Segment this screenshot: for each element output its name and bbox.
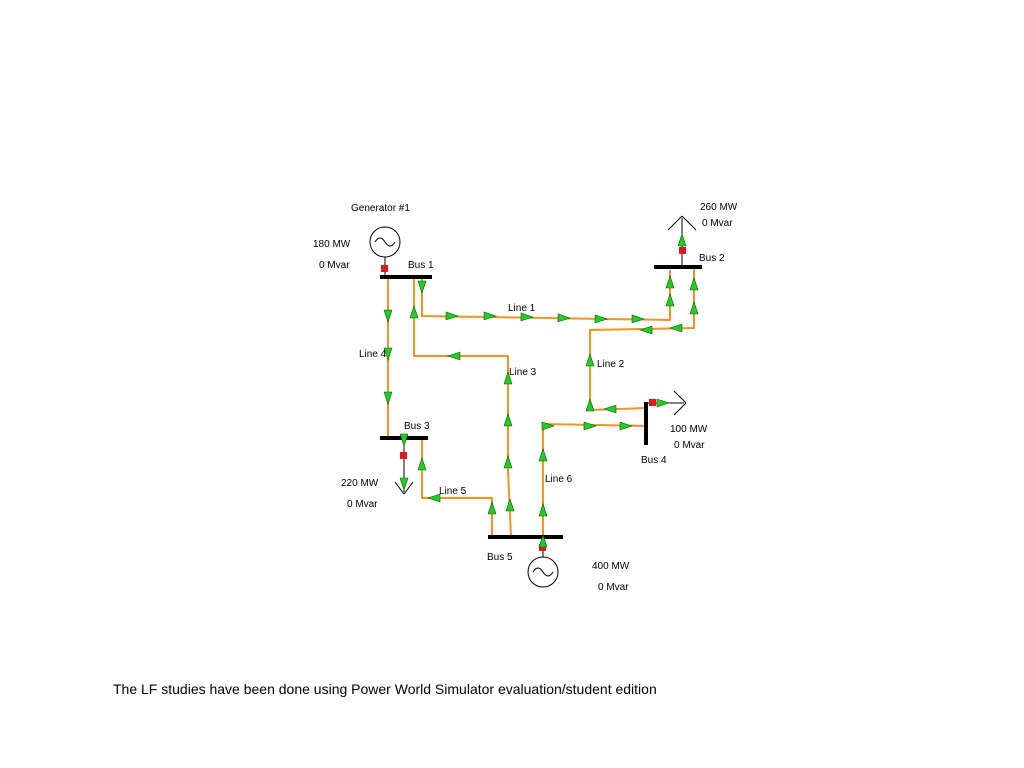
flow-arrow bbox=[583, 421, 597, 431]
flow-arrow bbox=[619, 421, 633, 431]
flow-arrow bbox=[585, 353, 595, 367]
generator-1-mw: 180 MW bbox=[313, 239, 351, 250]
load-2-breaker[interactable] bbox=[679, 247, 686, 254]
load-4-arrow-bottom bbox=[673, 402, 687, 416]
flow-arrow bbox=[631, 314, 645, 324]
buses bbox=[380, 265, 702, 539]
generator-5-mvar: 0 Mvar bbox=[598, 582, 629, 593]
load-4-mvar: 0 Mvar bbox=[674, 440, 705, 451]
flow-arrows bbox=[383, 233, 699, 548]
flow-arrow bbox=[665, 275, 675, 289]
sine-icon bbox=[532, 567, 554, 577]
flow-arrow bbox=[409, 305, 419, 319]
flow-arrow bbox=[445, 311, 459, 321]
generator-5-breaker[interactable] bbox=[539, 544, 546, 551]
load-4-mw: 100 MW bbox=[670, 424, 708, 435]
line-3-label: Line 3 bbox=[509, 367, 537, 378]
bus-1-label: Bus 1 bbox=[408, 260, 434, 271]
load-2-arrow-left bbox=[667, 215, 683, 231]
sine-icon bbox=[374, 237, 396, 247]
flow-arrow bbox=[656, 398, 670, 408]
load-4-breaker[interactable] bbox=[649, 399, 656, 406]
flow-arrow bbox=[557, 313, 571, 323]
load-3-breaker[interactable] bbox=[400, 452, 407, 459]
flow-arrow bbox=[503, 455, 513, 469]
generator-1-name: Generator #1 bbox=[351, 203, 410, 214]
load-3-mw: 220 MW bbox=[341, 478, 379, 489]
flow-arrow bbox=[677, 233, 687, 247]
footnote: The LF studies have been done using Powe… bbox=[113, 681, 657, 697]
load-2-arrow-right bbox=[681, 215, 697, 231]
flow-arrow bbox=[505, 498, 515, 512]
line-2[interactable] bbox=[589, 268, 695, 412]
flow-arrow bbox=[383, 391, 393, 405]
line-1-label: Line 1 bbox=[508, 303, 536, 314]
flow-arrow bbox=[483, 311, 497, 321]
load-4-arrow-top bbox=[673, 390, 687, 404]
line-1[interactable] bbox=[421, 270, 671, 322]
line-2-label: Line 2 bbox=[597, 359, 625, 370]
flow-arrow bbox=[639, 325, 653, 335]
flow-arrow bbox=[689, 301, 699, 315]
flow-arrow bbox=[538, 448, 548, 462]
flow-arrow bbox=[669, 323, 683, 333]
flow-arrow bbox=[503, 413, 513, 427]
flow-arrow bbox=[594, 314, 608, 324]
generator-1-mvar: 0 Mvar bbox=[319, 260, 350, 271]
line-6-label: Line 6 bbox=[545, 474, 573, 485]
flow-arrow bbox=[603, 404, 617, 414]
generator-1-breaker[interactable] bbox=[381, 265, 388, 272]
flow-arrow bbox=[689, 277, 699, 291]
generator-5-mw: 400 MW bbox=[592, 561, 630, 572]
line-5-label: Line 5 bbox=[439, 486, 467, 497]
labels: Generator #1 180 MW 0 Mvar Bus 1 Bus 2 B… bbox=[313, 202, 738, 593]
load-3-mvar: 0 Mvar bbox=[347, 499, 378, 510]
flow-arrow bbox=[447, 351, 461, 361]
flow-arrow bbox=[538, 503, 548, 517]
line-3[interactable] bbox=[413, 305, 512, 538]
line-4-label: Line 4 bbox=[359, 349, 387, 360]
flow-arrow bbox=[383, 309, 393, 323]
load-3-arrow-right bbox=[403, 481, 414, 495]
bus-3-label: Bus 3 bbox=[404, 421, 430, 432]
flow-arrow bbox=[520, 312, 534, 322]
generator-1[interactable] bbox=[369, 226, 401, 277]
load-3-arrow-left bbox=[394, 481, 405, 495]
load-2-mvar: 0 Mvar bbox=[702, 218, 733, 229]
bus-2-label: Bus 2 bbox=[699, 253, 725, 264]
flow-arrow bbox=[417, 280, 427, 294]
flow-arrow bbox=[417, 457, 427, 471]
flow-arrow bbox=[399, 477, 409, 491]
flow-arrow bbox=[585, 398, 595, 412]
flow-arrow bbox=[487, 501, 497, 515]
load-2-mw: 260 MW bbox=[700, 202, 738, 213]
bus-5-label: Bus 5 bbox=[487, 552, 513, 563]
bus-4-label: Bus 4 bbox=[641, 455, 667, 466]
flow-arrow bbox=[665, 293, 675, 307]
